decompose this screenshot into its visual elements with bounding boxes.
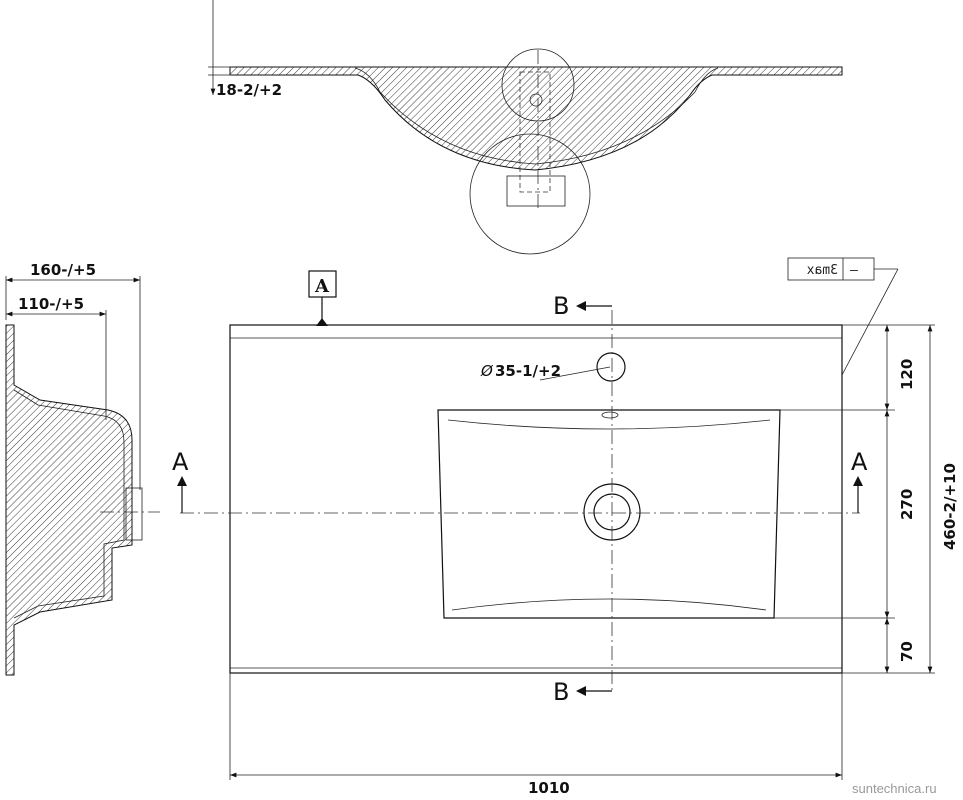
datum-letter: A xyxy=(314,276,330,297)
top-section-view: 18-2/+2 xyxy=(208,0,843,255)
dimension-120: 120 xyxy=(898,359,916,390)
note-dash: — xyxy=(850,263,858,278)
detail-circle-upper xyxy=(501,48,575,122)
side-section-view: 160-/+5 110-/+5 xyxy=(5,261,160,676)
section-label-b-bottom: B xyxy=(553,678,569,706)
dimension-70: 70 xyxy=(898,641,916,662)
note-text: Зmax xyxy=(807,263,838,278)
section-label-a-right: A xyxy=(851,448,868,476)
side-depth-inner-dimension: 110-/+5 xyxy=(18,295,84,313)
plan-view: Ø 35-1/+2 A A B B A Зmax — xyxy=(172,257,959,797)
section-label-a-left: A xyxy=(172,448,189,476)
diameter-symbol: Ø xyxy=(480,362,494,380)
overall-depth-dimension: 460-2/+10 xyxy=(941,463,959,550)
side-depth-total-dimension: 160-/+5 xyxy=(30,261,96,279)
section-label-b-top: B xyxy=(553,292,569,320)
dimension-270: 270 xyxy=(898,489,916,520)
top-thickness-dimension: 18-2/+2 xyxy=(216,81,282,99)
overall-width-dimension: 1010 xyxy=(528,779,570,797)
detail-circle-lower xyxy=(469,133,591,255)
faucet-hole xyxy=(596,352,626,382)
bowl-outline xyxy=(437,409,781,619)
watermark: suntechnica.ru xyxy=(852,781,937,796)
hole-diameter-dimension: 35-1/+2 xyxy=(495,362,561,380)
basin-outline xyxy=(229,324,843,674)
